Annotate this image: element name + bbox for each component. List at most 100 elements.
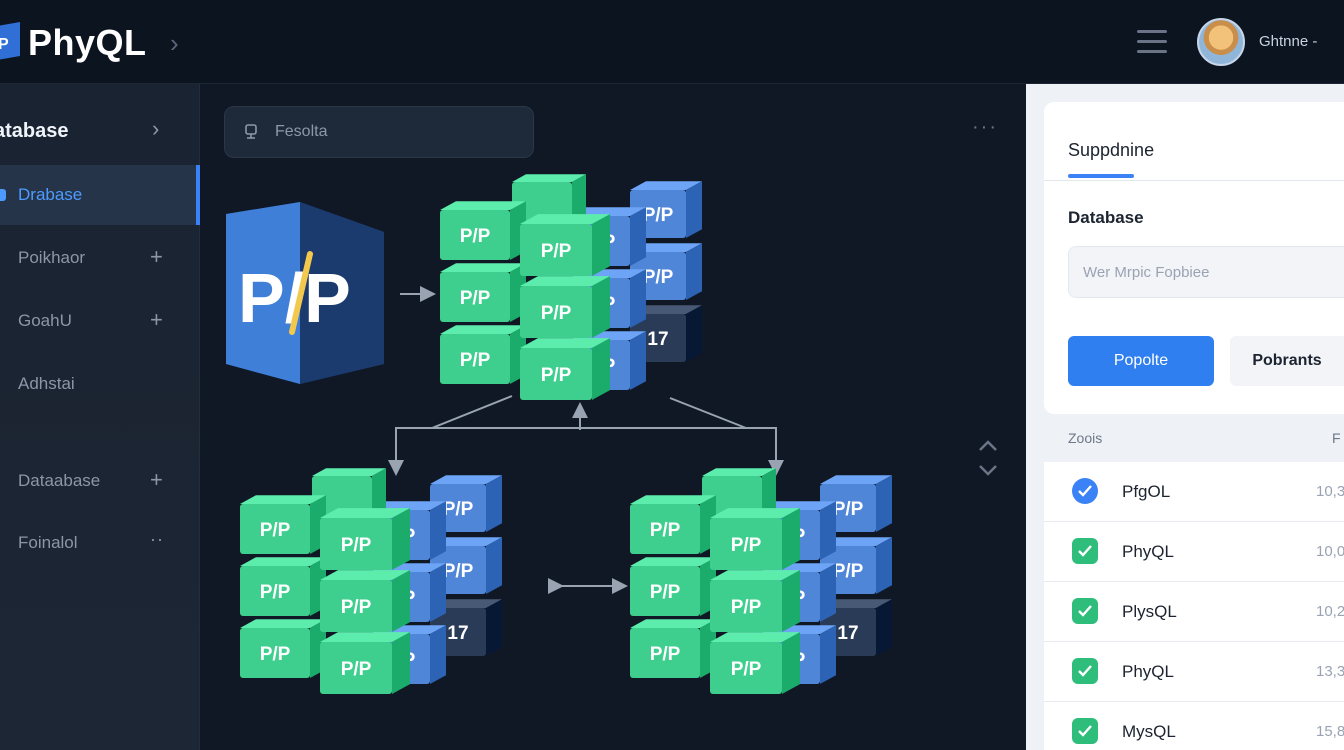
more-horizontal-icon[interactable]: ··· (972, 116, 998, 138)
list-header-name[interactable]: Zoois (1068, 430, 1103, 446)
list-item-value: 10,3 (1316, 483, 1344, 500)
input-placeholder: Wer Mrpic Fopbiee (1083, 264, 1210, 281)
block-label: P/P (541, 303, 572, 324)
block-label: P/P (731, 597, 762, 618)
block-label: P/P (341, 597, 372, 618)
pp-logo-icon: P/P (226, 202, 384, 384)
list-item[interactable]: PfgOL 10,3 (1044, 462, 1344, 522)
populate-button[interactable]: Popolte (1068, 336, 1214, 386)
block-label: P/P (460, 288, 491, 309)
block-label: P/P (260, 644, 291, 665)
data-block: P/P (520, 276, 610, 338)
block-label: 17 (837, 623, 858, 644)
data-block: P/P (430, 475, 502, 532)
list-item-name: PhyQL (1122, 542, 1174, 561)
sidebar-item-poikhaor[interactable]: Poikhaor + (0, 228, 200, 288)
active-indicator-icon (0, 189, 6, 201)
block-label: 17 (647, 329, 668, 350)
connector-lines (388, 286, 784, 594)
block-label: P/P (541, 241, 572, 262)
tab-underline (1068, 174, 1134, 178)
sidebar-item-adhstai[interactable]: Adhstai (0, 354, 200, 414)
block-label: P/P (731, 659, 762, 680)
sidebar-item-label: Poikhaor (18, 248, 86, 267)
search-input[interactable]: Fesolta (224, 106, 534, 158)
user-name[interactable]: Ghtnne - (1259, 33, 1318, 50)
block-label: P/P (731, 535, 762, 556)
data-block: P/P (240, 557, 326, 616)
section-label: Database (1068, 208, 1144, 227)
sidebar-item-label: Foinalol (18, 533, 78, 552)
checkbox-checked-icon[interactable] (1072, 658, 1098, 684)
plus-icon[interactable]: + (150, 307, 163, 332)
list-item[interactable]: PlysQL 10,2 (1044, 582, 1344, 642)
more-dots-icon[interactable]: ·· (150, 529, 164, 549)
block-label: P/P (650, 582, 681, 603)
top-bar: P PhyQL › Ghtnne - (0, 0, 1344, 84)
search-icon (245, 124, 257, 139)
plus-icon[interactable]: + (150, 467, 163, 492)
checkbox-checked-icon[interactable] (1072, 598, 1098, 624)
data-block: P/P (710, 508, 800, 570)
sidebar-item-foinalol[interactable]: Foinalol ·· (0, 513, 200, 573)
pobrants-button[interactable]: Pobrants (1230, 336, 1344, 386)
list-item-name: PhyQL (1122, 662, 1174, 681)
data-block: P/P (320, 508, 410, 570)
details-panel: Suppdnine Database Wer Mrpic Fopbiee Pop… (1026, 84, 1344, 750)
radio-checked-icon[interactable] (1072, 478, 1098, 504)
database-input[interactable]: Wer Mrpic Fopbiee (1068, 246, 1344, 298)
sidebar-header: atabase (0, 120, 69, 142)
sidebar-item-label: GoahU (18, 311, 72, 330)
list-item-name: MysQL (1122, 722, 1176, 741)
sidebar-item-goahu[interactable]: GoahU + (0, 291, 200, 351)
sidebar-item-dataabase[interactable]: Dataabase + (0, 451, 200, 511)
block-label: P/P (833, 561, 864, 582)
data-block: P/P (440, 325, 526, 384)
tab-suppdnine[interactable]: Suppdnine (1068, 140, 1155, 160)
block-label: P/P (260, 520, 291, 541)
block-label: P/P (341, 535, 372, 556)
list-item-name: PlysQL (1122, 602, 1177, 621)
data-block: P/P (440, 263, 526, 322)
chevron-right-icon[interactable]: › (170, 28, 179, 58)
data-block: P/P (630, 557, 716, 616)
block-label: P/P (650, 520, 681, 541)
checkbox-checked-icon[interactable] (1072, 538, 1098, 564)
list-header-value[interactable]: F (1332, 430, 1341, 446)
data-block: P/P (630, 495, 716, 554)
list-item-name: PfgOL (1122, 482, 1171, 501)
search-placeholder: Fesolta (275, 123, 328, 140)
list-item[interactable]: PhyQL 13,3 (1044, 642, 1344, 702)
data-block: P/P (710, 570, 800, 632)
hamburger-menu-icon[interactable] (1137, 30, 1167, 54)
divider (1044, 180, 1344, 181)
block-label: P/P (341, 659, 372, 680)
data-block: P/P (240, 495, 326, 554)
sidebar-item-label: Dataabase (18, 471, 101, 490)
data-block: P/P (710, 632, 800, 694)
block-label: P/P (833, 499, 864, 520)
data-block: P/P (320, 632, 410, 694)
list-item[interactable]: PhyQL 10,0 (1044, 522, 1344, 582)
plus-icon[interactable]: + (150, 244, 163, 269)
scroll-arrows-icon[interactable] (976, 436, 1000, 480)
block-label: 17 (447, 623, 468, 644)
data-block: P/P (520, 338, 610, 400)
sidebar-item-database[interactable]: Drabase (0, 165, 200, 225)
block-label: P/P (541, 365, 572, 386)
block-label: P/P (643, 205, 674, 226)
list-item[interactable]: MysQL 15,8 (1044, 702, 1344, 750)
sidebar-item-label: Adhstai (18, 374, 75, 393)
block-label: P/P (260, 582, 291, 603)
data-block (512, 174, 586, 222)
sidebar: atabase › Drabase Poikhaor + GoahU + Adh… (0, 84, 200, 750)
avatar[interactable] (1197, 18, 1245, 66)
svg-text:P: P (0, 36, 9, 53)
data-block: P/P (520, 214, 610, 276)
checkbox-checked-icon[interactable] (1072, 718, 1098, 744)
chevron-right-icon[interactable]: › (152, 116, 160, 141)
data-block (702, 468, 776, 516)
